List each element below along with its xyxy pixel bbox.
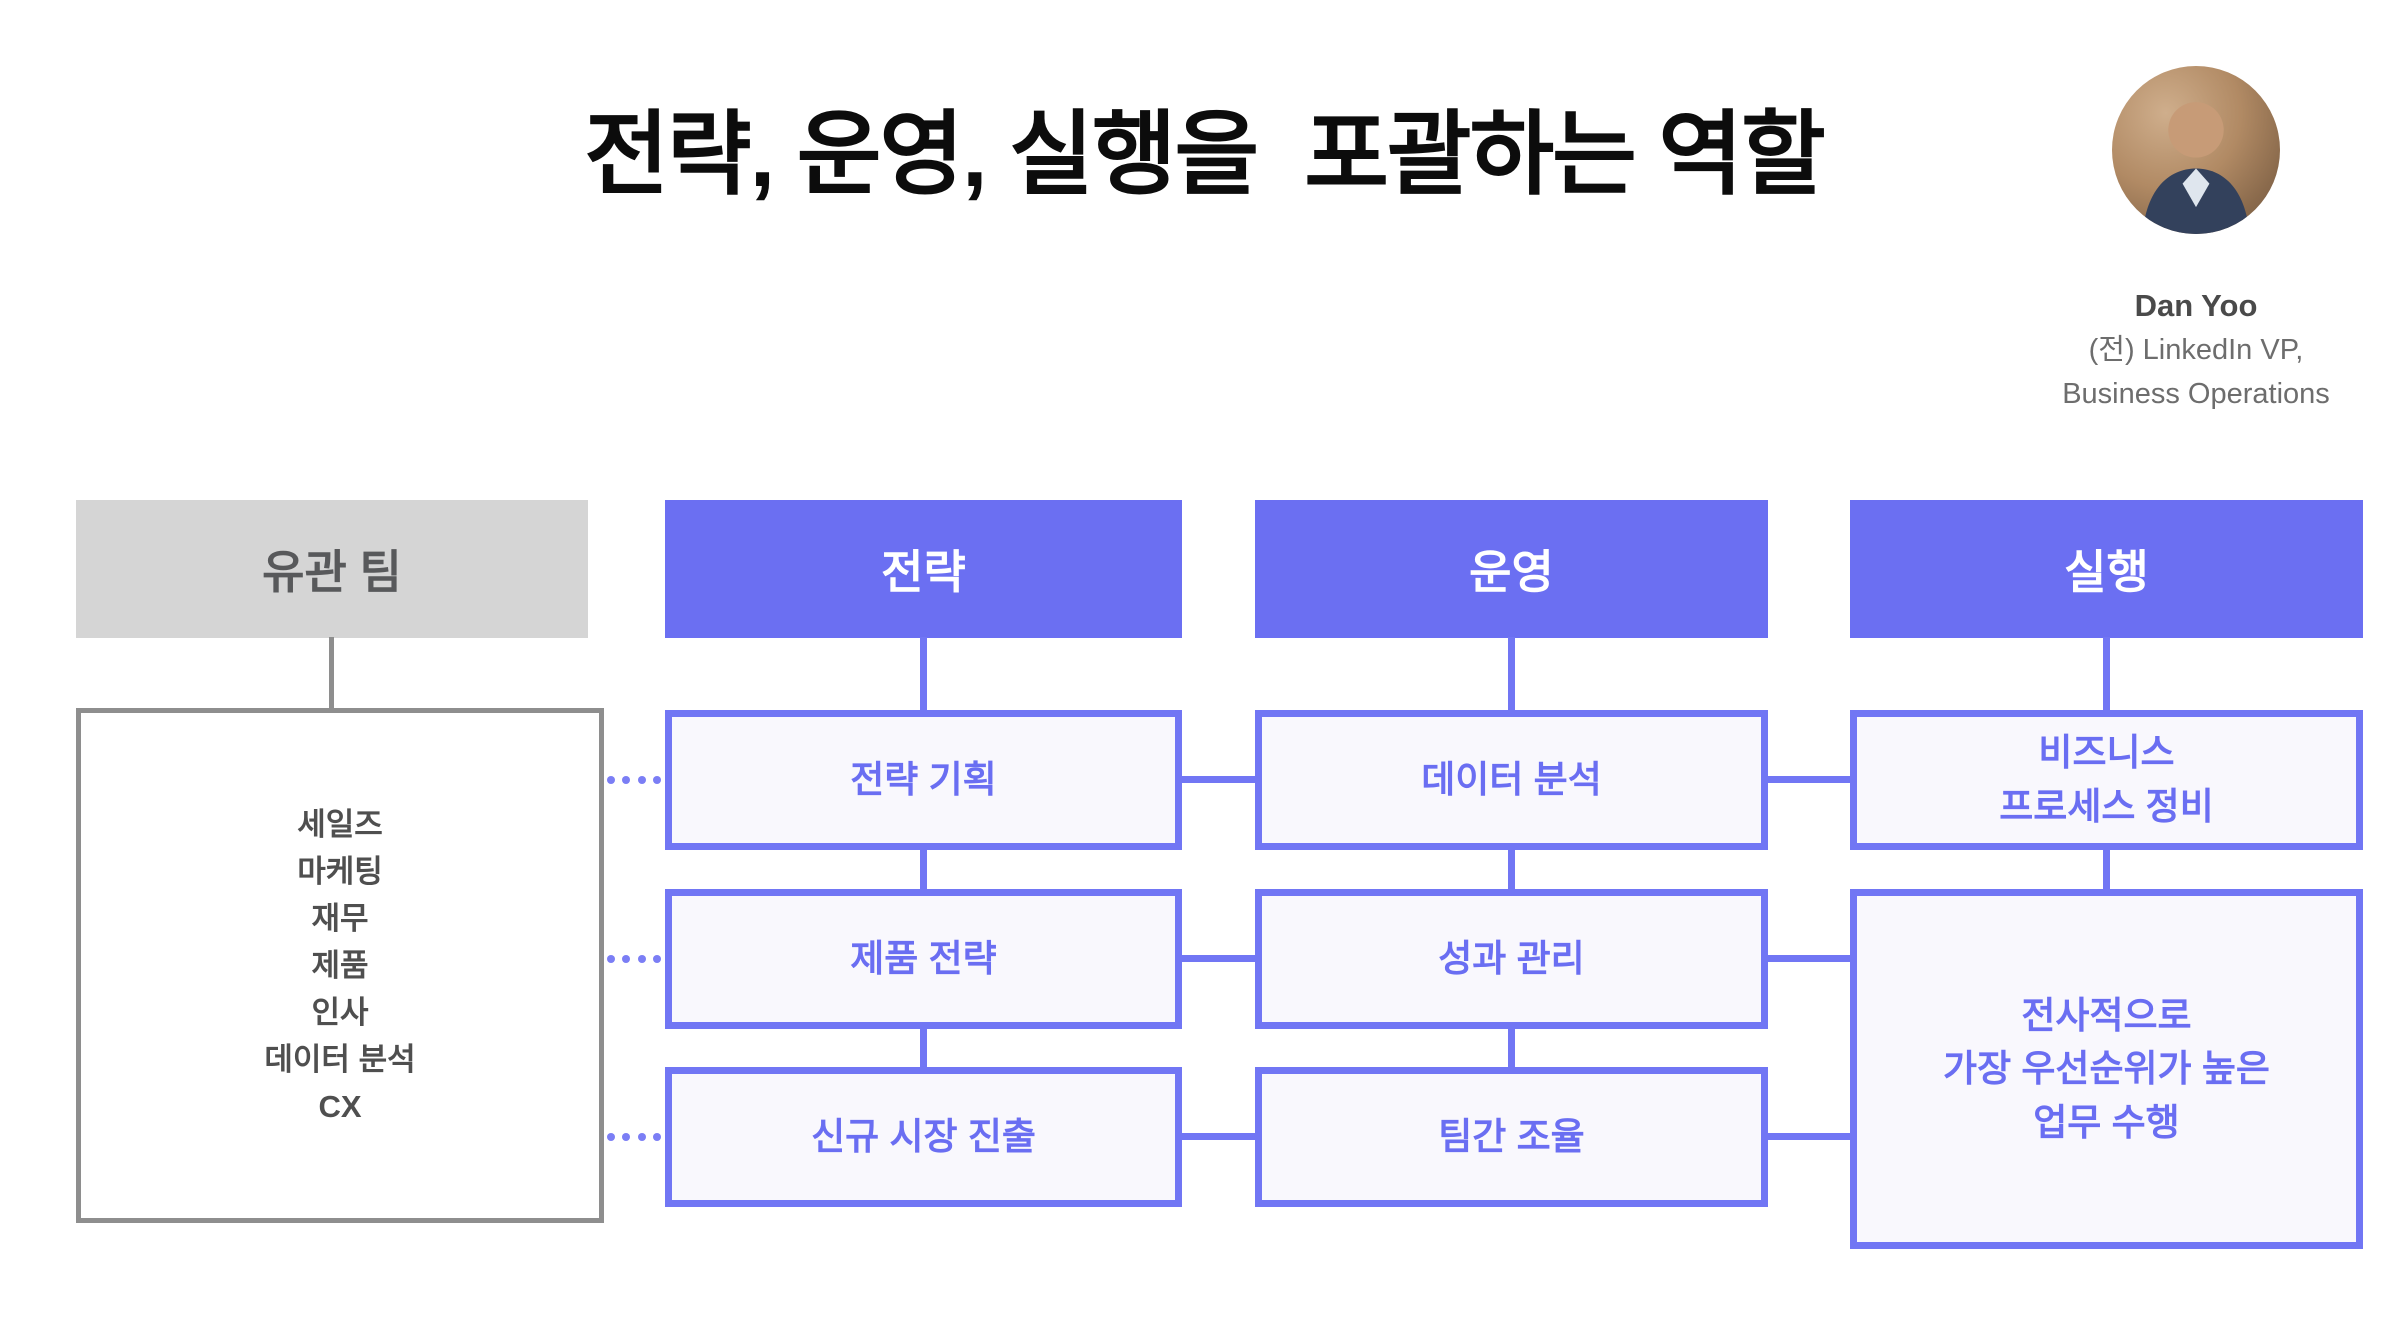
- profile-role-line1: (전) LinkedIn VP,: [2088, 334, 2304, 366]
- column-header-operations: 운영: [1255, 500, 1768, 638]
- connector-row1-operations-execution: [1766, 776, 1852, 783]
- cell-data-analysis: 데이터 분석: [1255, 710, 1768, 850]
- related-teams-list: 세일즈 마케팅 재무 제품 인사 데이터 분석 CX: [264, 806, 416, 1125]
- connector-teams-header: [329, 637, 334, 710]
- slide-title: 전략, 운영, 실행을 포괄하는 역할: [584, 104, 1825, 206]
- connector-operations-header: [1508, 637, 1515, 713]
- profile-photo: [2112, 66, 2280, 234]
- profile-role-line2: Business Operations: [2062, 378, 2330, 410]
- cell-new-market-entry: 신규 시장 진출: [665, 1067, 1182, 1207]
- connector-operations-r2-r3: [1508, 1026, 1515, 1069]
- profile-name: Dan Yoo: [2134, 288, 2258, 323]
- dot: [607, 775, 615, 784]
- related-teams-header: 유관 팀: [76, 500, 588, 638]
- connector-row2-strategy-operations: [1180, 955, 1257, 962]
- connector-operations-r1-r2: [1508, 847, 1515, 891]
- ellipsis-dots-row1: [607, 775, 661, 784]
- connector-execution-header: [2103, 637, 2110, 713]
- ellipsis-dots-row3: [607, 1132, 661, 1141]
- cell-strategy-planning: 전략 기획: [665, 710, 1182, 850]
- cell-performance-management: 성과 관리: [1255, 889, 1768, 1029]
- dot: [607, 954, 615, 963]
- connector-execution-r1-big: [2103, 847, 2110, 891]
- person-icon: [2142, 102, 2250, 234]
- connector-row3-operations-execution: [1766, 1133, 1852, 1140]
- cell-top-priority-work: 전사적으로 가장 우선순위가 높은 업무 수행: [1850, 889, 2363, 1249]
- connector-row1-strategy-operations: [1180, 776, 1257, 783]
- dot: [652, 1132, 661, 1141]
- dot: [607, 1132, 615, 1141]
- cell-business-process: 비즈니스 프로세스 정비: [1850, 710, 2363, 850]
- dot: [637, 775, 646, 784]
- cell-team-coordination: 팀간 조율: [1255, 1067, 1768, 1207]
- connector-row2-operations-execution: [1766, 955, 1852, 962]
- connector-strategy-r2-r3: [920, 1026, 927, 1069]
- connector-row3-strategy-operations: [1180, 1133, 1257, 1140]
- dot: [637, 954, 646, 963]
- dot: [637, 1132, 646, 1141]
- cell-product-strategy: 제품 전략: [665, 889, 1182, 1029]
- dot: [652, 775, 661, 784]
- ellipsis-dots-row2: [607, 954, 661, 963]
- dot: [622, 775, 631, 784]
- dot: [652, 954, 661, 963]
- related-teams-box: 세일즈 마케팅 재무 제품 인사 데이터 분석 CX: [76, 708, 604, 1223]
- connector-strategy-header: [920, 637, 927, 713]
- connector-strategy-r1-r2: [920, 847, 927, 891]
- column-header-strategy: 전략: [665, 500, 1182, 638]
- dot: [622, 1132, 631, 1141]
- dot: [622, 954, 631, 963]
- column-header-execution: 실행: [1850, 500, 2363, 638]
- profile-caption: Dan Yoo (전) LinkedIn VP, Business Operat…: [1996, 284, 2396, 416]
